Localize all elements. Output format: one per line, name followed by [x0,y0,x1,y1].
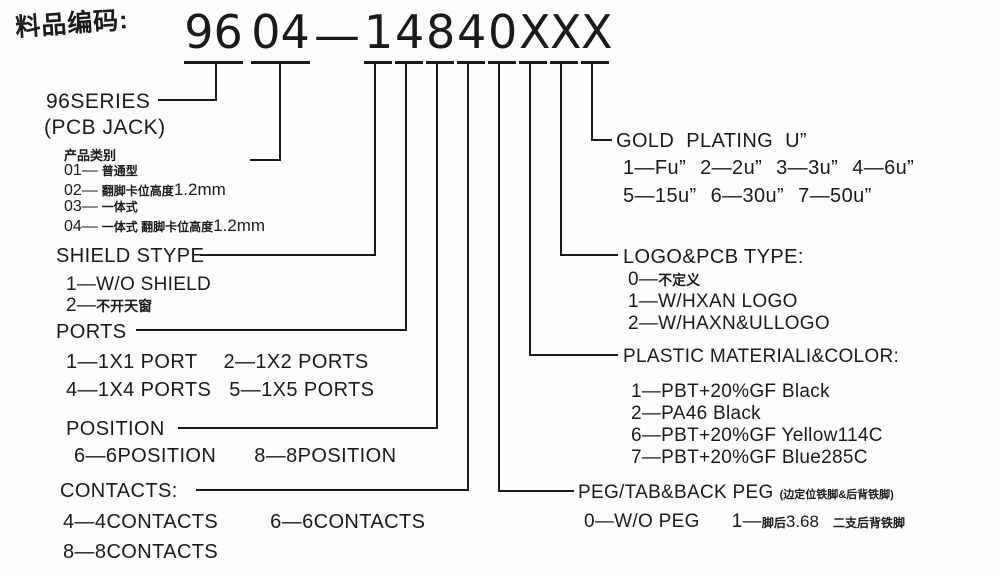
peg-option-1-cn: 脚后 [761,516,786,530]
ports-option: 1—1X1 PORT [66,351,198,373]
part-segment-ports: 4 [395,8,424,65]
logo-pcb-title: LOGO&PCB TYPE: [623,246,804,268]
option-code: 01— [64,162,98,179]
connector-gold [591,63,612,141]
connector-plastic [529,63,618,356]
contacts-row-1: 4—4CONTACTS 6—6CONTACTS [63,511,425,534]
gold-option: 3—3u” [776,157,839,179]
plastic-option: 6—PBT+20%GF Yellow114C [631,425,883,446]
logo-option-0: 0— 不定义 [628,269,700,291]
option-label-cn: 翻脚卡位高度 [101,184,174,198]
series-subtitle: (PCB JACK) [44,116,166,139]
category-title: 产品类别 [64,148,117,163]
material-code-label: 料品编码: [14,6,130,42]
peg-title: PEG/TAB&BACK PEG (边定位铁脚&后背铁脚) [578,482,894,504]
shield-option-1: 1—W/O SHIELD [66,274,212,295]
gold-option: 6—30u” [710,185,785,207]
ports-option: 4—1X4 PORTS [66,379,212,401]
connector-contacts [196,63,469,491]
part-segment-category: 04 [251,8,310,65]
option-code: 2— [66,295,97,316]
logo-option-2: 2—W/HAXN&ULLOGO [628,313,830,334]
option-suffix: 1.2mm [213,216,266,235]
gold-option: 4—6u” [852,157,915,179]
plastic-option: 1—PBT+20%GF Black [631,381,830,402]
part-segment-position: 8 [426,8,455,65]
position-option: 6—6POSITION [74,445,217,467]
peg-option-1-cn-note: 二支后背铁脚 [832,516,905,530]
ports-title: PORTS [56,321,127,343]
option-code: 02— [64,182,98,199]
part-segment-contacts: 4 [457,8,486,65]
option-label-cn: 不开天窗 [96,298,153,314]
ports-option: 2—1X2 PORTS [223,351,369,373]
contacts-option: 4—4CONTACTS [63,511,219,533]
contacts-row-2: 8—8CONTACTS [63,541,219,563]
peg-option-1-code: 1— [731,511,762,532]
option-label-cn: 不定义 [658,272,701,288]
option-code: 0— [628,269,659,290]
gold-option: 1—Fu” [623,157,687,179]
position-title: POSITION [66,418,165,440]
peg-title-cn: (边定位铁脚&后背铁脚) [779,489,894,501]
gold-option: 5—15u” [623,185,697,207]
contacts-option: 6—6CONTACTS [270,511,426,533]
ports-option: 5—1X5 PORTS [229,379,375,401]
category-option-04: 04— 一体式 翻脚卡位高度 1.2mm [64,216,265,236]
peg-option-1-number: 3.68 [785,512,819,531]
plastic-option: 2—PA46 Black [631,403,761,424]
position-option: 8—8POSITION [254,445,397,467]
shield-title: SHIELD STYPE [56,245,205,267]
part-number: 96 04 — 1 4 8 4 0 X X X [184,8,613,65]
plastic-option: 7—PBT+20%GF Blue285C [631,447,868,468]
ports-row-1: 1—1X1 PORT 2—1X2 PORTS [66,351,369,374]
plastic-title: PLASTIC MATERIALI&COLOR: [623,346,900,367]
category-option-02: 02— 翻脚卡位高度 1.2mm [64,180,226,200]
peg-option-0: 0—W/O PEG [584,511,700,532]
shield-option-2: 2— 不开天窗 [66,295,152,317]
category-option-01: 01— 普通型 [64,162,138,180]
gold-plating-title: GOLD PLATING U” [616,130,807,152]
peg-title-en: PEG/TAB&BACK PEG [578,482,774,503]
category-option-03: 03— 一体式 [64,198,138,216]
option-code: 04— [64,218,98,235]
part-segment-peg: 0 [488,8,517,65]
gold-row-1: 1—Fu” 2—2u” 3—3u” 4—6u” [623,157,914,180]
connector-logo [560,63,618,256]
part-segment-plastic: X [519,8,551,65]
ports-row-2: 4—1X4 PORTS 5—1X5 PORTS [66,379,374,402]
option-label-cn: 普通型 [101,164,138,178]
option-code: 03— [64,198,98,215]
part-separator-dash: — [314,8,360,62]
peg-options-row: 0—W/O PEG 1— 脚后 3.68 二支后背铁脚 [584,511,905,533]
part-segment-shield: 1 [364,8,393,65]
position-row: 6—6POSITION 8—8POSITION [74,445,396,468]
option-label-cn: 一体式 [101,200,138,214]
gold-row-2: 5—15u” 6—30u” 7—50u” [623,185,872,208]
logo-option-1: 1—W/HXAN LOGO [628,291,798,312]
connector-category [250,63,281,161]
part-segment-gold: X [581,8,613,65]
connector-peg [498,63,574,492]
part-segment-logo: X [550,8,582,65]
gold-option: 2—2u” [700,157,763,179]
contacts-title: CONTACTS: [60,480,178,502]
gold-option: 7—50u” [798,185,872,207]
option-suffix: 1.2mm [173,180,226,199]
connector-series [158,63,217,101]
option-label-cn: 一体式 翻脚卡位高度 [101,220,214,234]
part-segment-series: 96 [184,8,243,65]
series-title: 96SERIES [46,90,151,113]
